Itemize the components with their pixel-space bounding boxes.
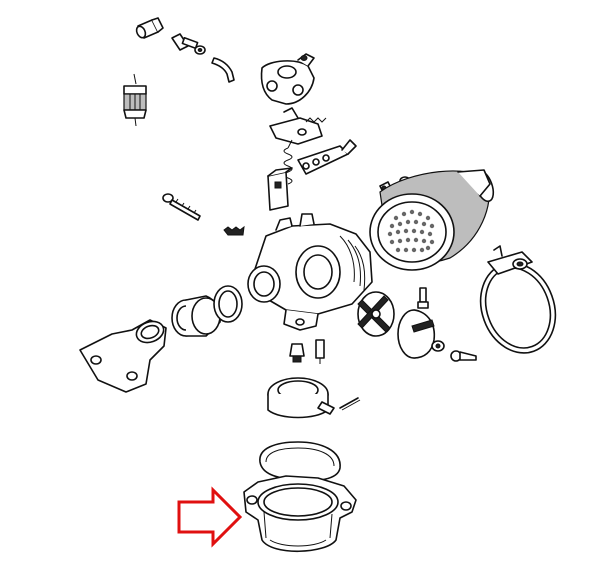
- emulsion-tube: [315, 339, 325, 364]
- o-ring: [213, 285, 243, 323]
- fuel-hose-elbow: [211, 57, 235, 83]
- return-spring: [283, 139, 293, 185]
- jet-needle-plate: [297, 139, 357, 175]
- idle-mixture-screw: [162, 193, 201, 221]
- float-bowl-gasket: [259, 441, 341, 482]
- float-bowl: [243, 475, 357, 553]
- carburetor-top-cover: [260, 53, 315, 105]
- intake-manifold-elbow: [79, 319, 167, 393]
- bolt-and-washer: [171, 33, 206, 55]
- fuel-line-fitting: [135, 17, 164, 39]
- spacer-sleeve: [171, 295, 222, 337]
- throttle-lever-bracket: [269, 107, 323, 145]
- screw: [450, 350, 477, 362]
- air-filter-element: [369, 169, 495, 271]
- idle-spring: [223, 225, 245, 236]
- cotter-pin: [339, 397, 361, 411]
- main-jet: [289, 343, 305, 363]
- fuel-filter: [123, 73, 147, 127]
- filter-mesh: [387, 209, 435, 253]
- float: [267, 377, 335, 419]
- hose-clamp: [479, 245, 557, 354]
- highlight-arrow: [177, 486, 243, 548]
- carburetor-body: [247, 213, 373, 331]
- butterfly-plate: [357, 291, 395, 337]
- small-spring: [305, 117, 327, 123]
- float-needle-block: [267, 167, 293, 211]
- choke-disc: [397, 309, 436, 359]
- vent-nipple: [417, 287, 429, 309]
- washer: [431, 340, 445, 352]
